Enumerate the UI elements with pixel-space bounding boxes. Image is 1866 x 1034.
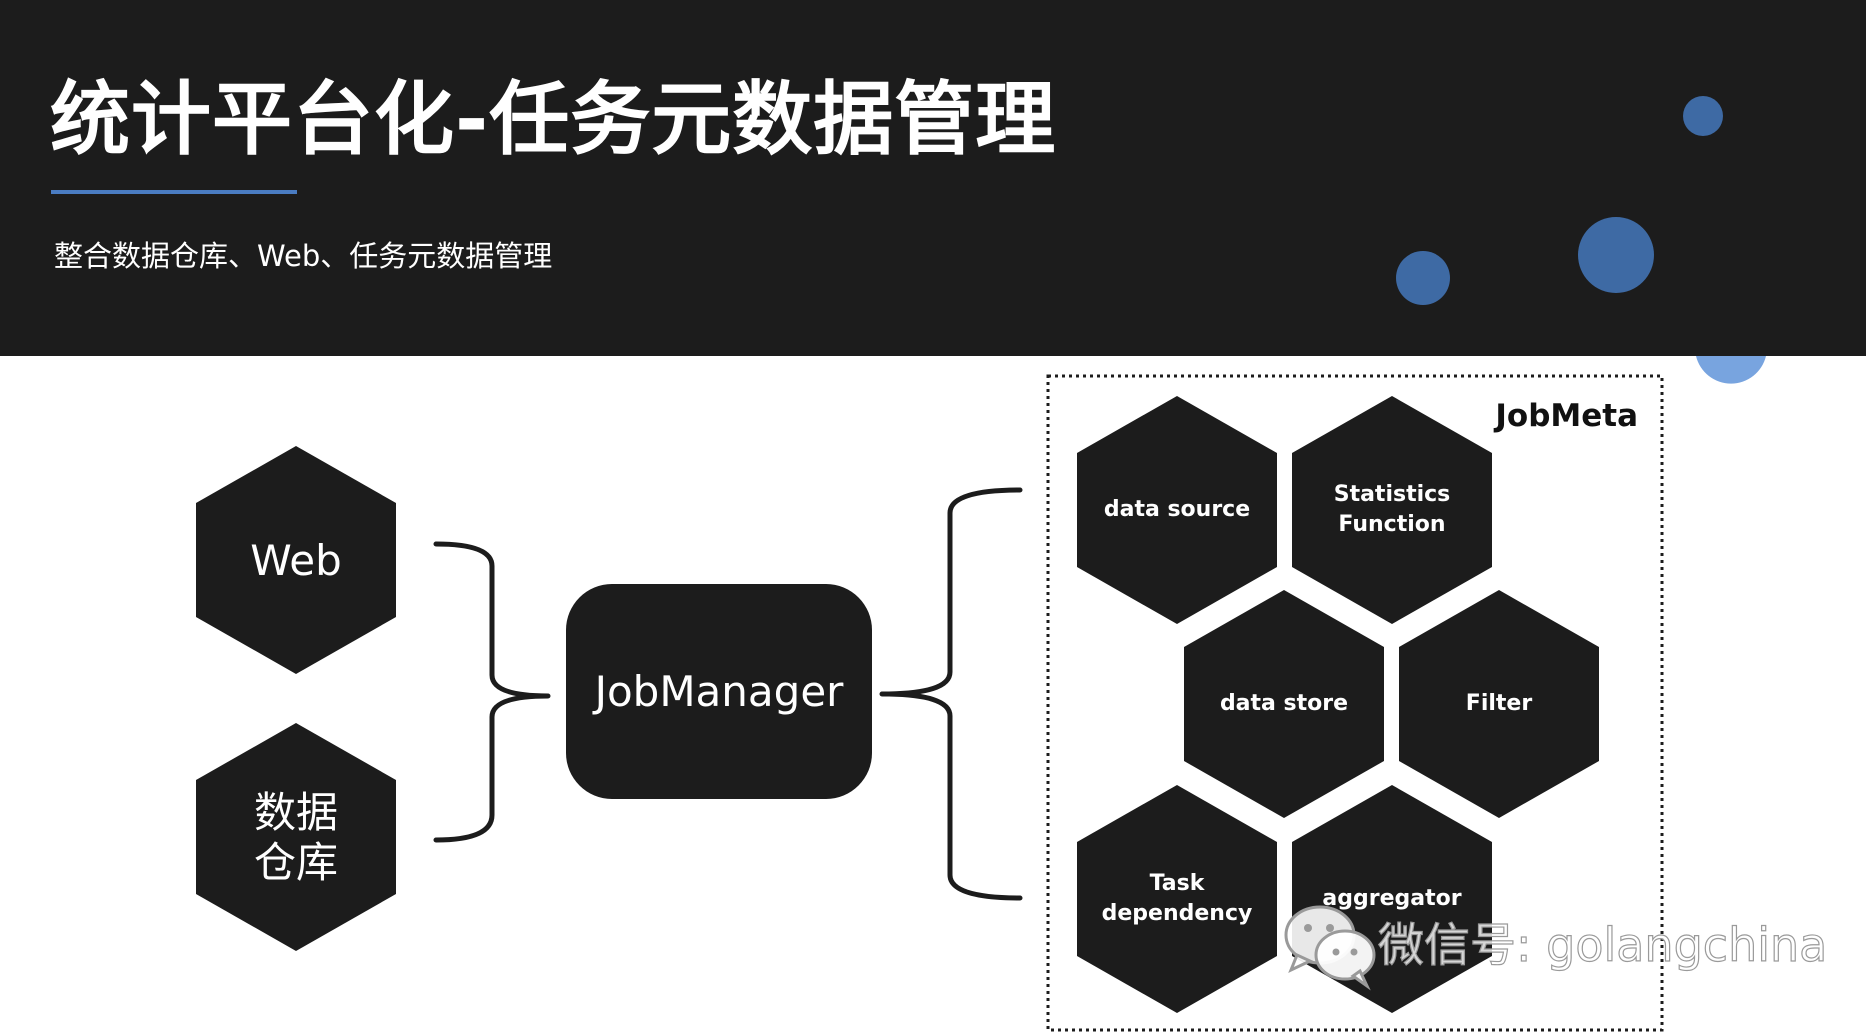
filter-node: Filter <box>1399 590 1599 818</box>
jobmeta-dashed-border <box>1046 374 1664 1032</box>
statistics-function-label-line-1: Statistics <box>1334 482 1451 507</box>
jobmeta-title: JobMeta <box>1493 398 1638 434</box>
watermark-text: 微信号: golangchina <box>1378 918 1827 972</box>
aggregator-label: aggregator <box>1322 886 1461 911</box>
page-title: 统计平台化-任务元数据管理 <box>50 73 1057 166</box>
statistics-function-node: Statistics Function <box>1292 396 1492 624</box>
decorative-circle <box>1578 217 1654 293</box>
decorative-circles <box>1396 96 1766 384</box>
statistics-function-label-line-2: Function <box>1338 512 1445 537</box>
source-nodes: Web 数据 仓库 <box>196 446 396 951</box>
task-dependency-label-line-2: dependency <box>1102 901 1253 926</box>
data-store-node: data store <box>1184 590 1384 818</box>
job-manager-label: JobManager <box>592 667 845 716</box>
data-source-node: data source <box>1077 396 1277 624</box>
data-warehouse-label-line-2: 仓库 <box>254 838 338 887</box>
web-hexagon <box>196 446 396 674</box>
data-warehouse-hexagon <box>196 723 396 951</box>
watermark: 微信号: golangchina <box>1284 905 1828 991</box>
statistics-function-hexagon <box>1292 396 1492 624</box>
filter-label: Filter <box>1466 691 1533 716</box>
aggregator-node: aggregator <box>1292 785 1492 1013</box>
data-source-label: data source <box>1104 497 1250 522</box>
task-dependency-hexagon <box>1077 785 1277 1013</box>
page-subtitle: 整合数据仓库、Web、任务元数据管理 <box>54 239 553 273</box>
title-underline <box>51 190 297 194</box>
data-store-label: data store <box>1220 691 1348 716</box>
job-manager-node: JobManager <box>566 584 872 799</box>
filter-hexagon <box>1399 590 1599 818</box>
data-store-hexagon <box>1184 590 1384 818</box>
header-band: 统计平台化-任务元数据管理 整合数据仓库、Web、任务元数据管理 <box>0 0 1866 356</box>
wechat-icon <box>1284 905 1376 991</box>
data-source-hexagon <box>1077 396 1277 624</box>
decorative-circle <box>1396 251 1450 305</box>
web-node: Web <box>196 446 396 674</box>
data-warehouse-node: 数据 仓库 <box>196 723 396 951</box>
task-dependency-node: Task dependency <box>1077 785 1277 1013</box>
jobmeta-bracket <box>879 487 1023 901</box>
data-warehouse-label-line-1: 数据 <box>254 788 338 837</box>
sources-bracket <box>433 541 551 843</box>
task-dependency-label-line-1: Task <box>1150 871 1206 896</box>
decorative-circle <box>1696 356 1766 384</box>
decorative-circle <box>1683 96 1723 136</box>
web-label: Web <box>250 536 342 585</box>
job-manager-box <box>566 584 872 799</box>
